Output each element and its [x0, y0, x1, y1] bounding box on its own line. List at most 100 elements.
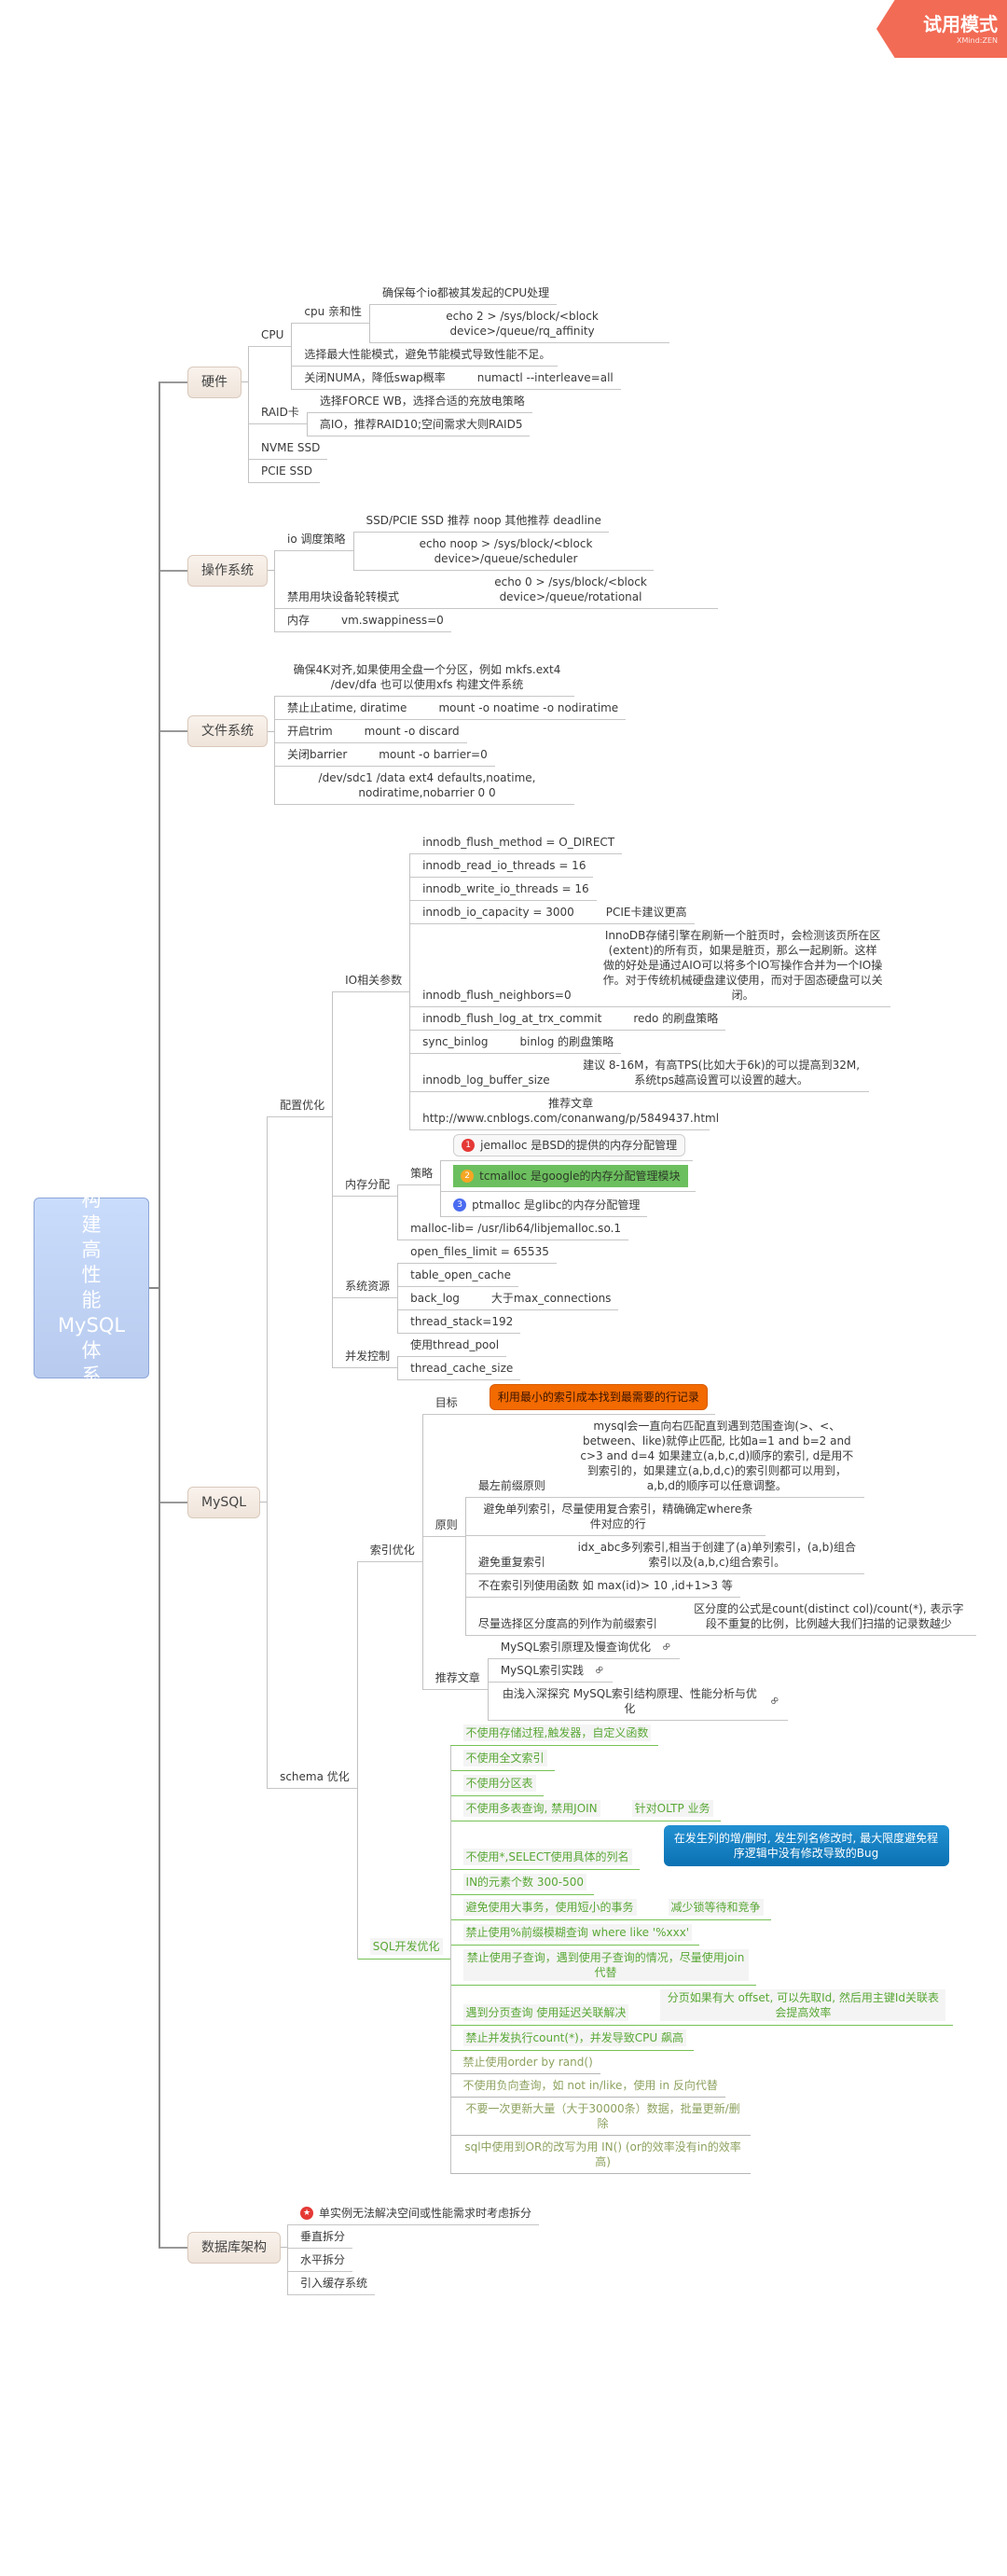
topic[interactable]: 内存 — [274, 609, 318, 632]
topic[interactable]: 系统资源 — [332, 1275, 398, 1298]
topic[interactable]: 高IO，推荐RAID10;空间需求大则RAID5 — [306, 413, 531, 436]
topic[interactable]: 最左前缀原则 — [464, 1475, 553, 1498]
topic[interactable]: binlog 的刷盘策略 — [495, 1031, 622, 1054]
topic[interactable]: 不在索引列使用函数 如 max(id)> 10 ,id+1>3 等 — [464, 1574, 740, 1598]
topic[interactable]: 不使用*,SELECT使用具体的列名 — [449, 1845, 640, 1870]
topic[interactable]: mount -o discard — [339, 720, 467, 743]
topic[interactable]: echo 0 > /sys/block/<block device>/queue… — [407, 571, 719, 609]
topic[interactable]: 关闭NUMA，降低swap概率 — [291, 367, 453, 390]
topic[interactable]: mysql会一直向右匹配直到遇到范围查询(>、<、between、like)就停… — [552, 1415, 864, 1498]
topic[interactable]: 在发生列的增/删时, 发生列名修改时, 最大限度避免程序逻辑中没有修改导致的Bu… — [640, 1821, 957, 1870]
topic[interactable]: mount -o barrier=0 — [354, 743, 495, 767]
topic[interactable]: 不使用存储过程,触发器，自定义函数 — [449, 1721, 659, 1746]
main-topic[interactable]: 数据库架构 — [187, 2231, 281, 2264]
topic[interactable]: innodb_write_io_threads = 16 — [409, 878, 597, 901]
topic[interactable]: innodb_flush_neighbors=0 — [409, 984, 579, 1007]
topic[interactable]: 区分度的公式是count(distinct col)/count(*), 表示字… — [664, 1598, 976, 1636]
topic[interactable]: MySQL索引原理及慢查询优化∞ — [487, 1636, 680, 1659]
trial-mode-badge[interactable]: 试用模式 XMind:ZEN — [876, 0, 1007, 58]
main-topic[interactable]: 操作系统 — [187, 554, 268, 587]
topic[interactable]: mount -o noatime -o nodiratime — [414, 697, 627, 720]
topic[interactable]: 禁止止atime, diratime — [274, 697, 415, 720]
topic[interactable]: 建议 8-16M，有高TPS(比如大于6k)的可以提高到32M,系统tps越高设… — [557, 1054, 869, 1092]
topic[interactable]: innodb_flush_log_at_trx_commit — [409, 1007, 610, 1031]
topic[interactable]: SSD/PCIE SSD 推荐 noop 其他推荐 deadline — [352, 509, 609, 533]
topic[interactable]: innodb_log_buffer_size — [409, 1069, 558, 1092]
topic[interactable]: sync_binlog — [409, 1031, 496, 1054]
topic[interactable]: 避免单列索引，尽量使用复合索引，精确确定where条件对应的行 — [464, 1498, 766, 1536]
topic[interactable]: 垂直拆分 — [287, 2225, 353, 2249]
topic[interactable]: 推荐文章 — [421, 1667, 488, 1690]
topic[interactable]: RAID卡 — [248, 401, 307, 424]
topic[interactable]: 策略 — [397, 1162, 441, 1185]
topic[interactable]: PCIE SSD — [248, 460, 321, 483]
link-icon[interactable]: ∞ — [590, 1661, 609, 1679]
topic[interactable]: cpu 亲和性 — [291, 300, 370, 324]
topic[interactable]: schema 优化 — [267, 1766, 357, 1789]
topic[interactable]: thread_cache_size — [397, 1357, 521, 1380]
link-icon[interactable]: ∞ — [766, 1692, 784, 1710]
main-topic[interactable]: 文件系统 — [187, 715, 268, 747]
topic[interactable]: 选择最大性能模式，避免节能模式导致性能不足。 — [291, 343, 559, 367]
topic[interactable]: 尽量选择区分度高的列作为前缀索引 — [464, 1613, 665, 1636]
topic[interactable]: table_open_cache — [397, 1264, 518, 1287]
topic[interactable]: 配置优化 — [267, 1094, 333, 1117]
topic[interactable]: open_files_limit = 65535 — [397, 1240, 557, 1264]
topic[interactable]: idx_abc多列索引,相当于创建了(a)单列索引，(a,b)组合索引以及(a,… — [552, 1536, 864, 1574]
topic[interactable]: 不要一次更新大量（大于30000条）数据，批量更新/删除 — [449, 2098, 751, 2136]
topic[interactable]: /dev/sdc1 /data ext4 defaults,noatime, n… — [274, 767, 574, 805]
topic[interactable]: 遇到分页查询 使用延迟关联解决 — [449, 2001, 637, 2026]
topic[interactable]: innodb_io_capacity = 3000 — [409, 901, 582, 924]
topic[interactable]: 确保4K对齐,如果使用全盘一个分区，例如 mkfs.ext4 /dev/dfa … — [274, 658, 574, 697]
topic[interactable]: innodb_flush_method = O_DIRECT — [409, 831, 623, 854]
topic[interactable]: SQL开发优化 — [356, 1934, 450, 1960]
topic[interactable]: InnoDB存储引擎在刷新一个脏页时，会检测该页所在区(extent)的所有页，… — [578, 924, 890, 1007]
topic[interactable]: io 调度策略 — [274, 528, 353, 551]
topic[interactable]: vm.swappiness=0 — [317, 609, 451, 632]
link-icon[interactable]: ∞ — [657, 1638, 676, 1655]
topic[interactable]: 禁止并发执行count(*)，并发导致CPU 飙高 — [449, 2026, 694, 2051]
topic[interactable]: 并发控制 — [332, 1345, 398, 1368]
topic[interactable]: 禁用用块设备轮转模式 — [274, 586, 407, 609]
topic[interactable]: IN的元素个数 300-500 — [449, 1870, 595, 1895]
topic[interactable]: 由浅入深探究 MySQL索引结构原理、性能分析与优化∞ — [487, 1683, 788, 1721]
topic[interactable]: MySQL索引实践∞ — [487, 1659, 613, 1683]
topic[interactable]: 减少锁等待和竞争 — [643, 1895, 771, 1920]
topic[interactable]: sql中使用到OR的改写为用 IN() (or的效率没有in的效率高) — [449, 2136, 751, 2174]
topic[interactable]: redo 的刷盘策略 — [609, 1007, 726, 1031]
topic[interactable]: 推荐文章 http://www.cnblogs.com/conanwang/p/… — [409, 1092, 719, 1130]
topic[interactable]: 不使用全文索引 — [449, 1746, 555, 1771]
topic[interactable]: 大于max_connections — [466, 1287, 619, 1310]
topic[interactable]: IO相关参数 — [332, 969, 410, 992]
topic[interactable]: 选择FORCE WB，选择合适的充放电策略 — [306, 390, 532, 413]
topic[interactable]: echo 2 > /sys/block/<block device>/queue… — [369, 305, 670, 343]
topic[interactable]: 水平拆分 — [287, 2249, 353, 2272]
topic[interactable]: echo noop > /sys/block/<block device>/qu… — [352, 533, 654, 571]
topic[interactable]: 原则 — [421, 1514, 465, 1537]
topic[interactable]: PCIE卡建议更高 — [581, 901, 695, 924]
topic[interactable]: 禁止使用子查询，遇到使用子查询的情况，尽量使用join代替 — [449, 1946, 756, 1986]
topic[interactable]: innodb_read_io_threads = 16 — [409, 854, 594, 878]
topic[interactable]: 不使用负向查询，如 not in/like，使用 in 反向代替 — [449, 2074, 725, 2098]
topic[interactable]: 避免使用大事务，使用短小的事务 — [449, 1895, 644, 1920]
topic[interactable]: 关闭barrier — [274, 743, 355, 767]
topic[interactable]: 引入缓存系统 — [287, 2272, 376, 2295]
topic[interactable]: 分页如果有大 offset, 可以先取Id, 然后用主键Id关联表会提高效率 — [636, 1986, 954, 2026]
topic[interactable]: 针对OLTP 业务 — [607, 1796, 721, 1821]
topic[interactable]: 目标 — [421, 1392, 465, 1415]
main-topic[interactable]: 硬件 — [187, 366, 241, 398]
topic[interactable]: 利用最小的索引成本找到最需要的行记录 — [464, 1380, 715, 1415]
topic[interactable]: malloc-lib= /usr/lib64/libjemalloc.so.1 — [397, 1217, 629, 1240]
topic[interactable]: numactl --interleave=all — [452, 367, 621, 390]
topic[interactable]: CPU — [248, 324, 292, 347]
main-topic[interactable]: MySQL — [187, 1486, 261, 1518]
topic[interactable]: 不使用分区表 — [449, 1771, 544, 1796]
topic[interactable]: 禁止使用%前缀模糊查询 where like '%xxx' — [449, 1920, 700, 1946]
topic[interactable]: 内存分配 — [332, 1173, 398, 1197]
topic[interactable]: 避免重复索引 — [464, 1551, 553, 1574]
topic[interactable]: back_log — [397, 1287, 467, 1310]
topic[interactable]: 索引优化 — [356, 1539, 422, 1562]
